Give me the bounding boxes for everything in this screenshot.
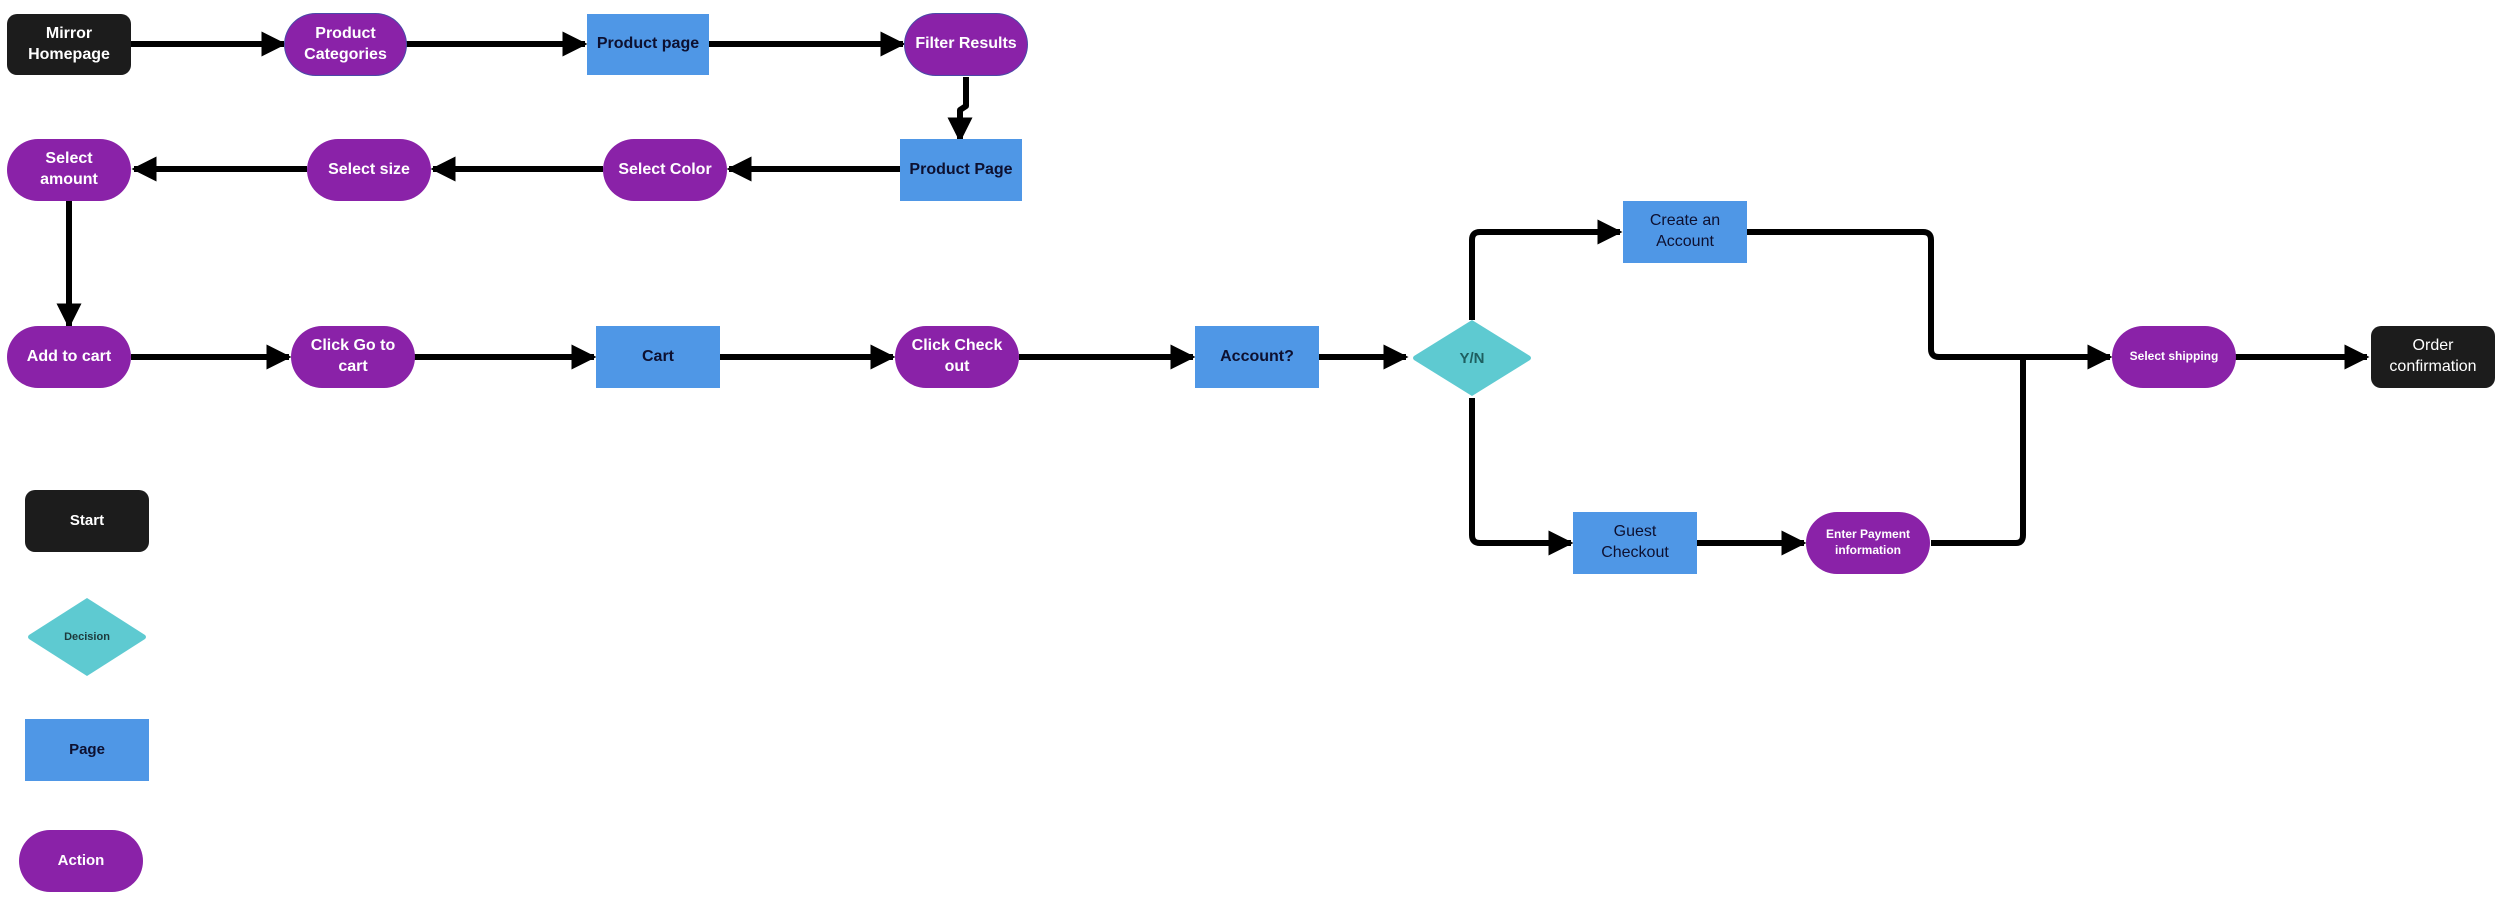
product-page-2-node: Product Page <box>900 139 1022 201</box>
select-size-node: Select size <box>307 139 431 201</box>
legend-decision: Decision <box>27 597 147 677</box>
edge-filter-to-product-page-2 <box>947 77 973 143</box>
legend-action: Action <box>19 830 143 892</box>
decision-diamond-shape <box>1413 320 1531 396</box>
legend-page: Page <box>25 719 149 781</box>
select-shipping-node: Select shipping <box>2112 326 2236 388</box>
edge-yn-to-create-account <box>1469 219 1623 320</box>
mirror-homepage-node: Mirror Homepage <box>7 14 131 75</box>
edge-create-account-to-shipping <box>1747 229 2113 370</box>
product-categories-node: Product Categories <box>285 14 406 75</box>
legend-start: Start <box>25 490 149 552</box>
filter-results-node: Filter Results <box>905 14 1027 75</box>
guest-checkout-node: Guest Checkout <box>1573 512 1697 574</box>
product-page-node: Product page <box>587 14 709 75</box>
order-confirmation-node: Order confirmation <box>2371 326 2495 388</box>
edge-yn-to-guest-checkout <box>1469 398 1574 556</box>
enter-payment-node: Enter Payment information <box>1806 512 1930 574</box>
yn-decision-node: Y/N <box>1412 319 1532 397</box>
select-amount-node: Select amount <box>7 139 131 201</box>
create-account-node: Create an Account <box>1623 201 1747 263</box>
legend-decision-diamond-shape <box>28 598 146 676</box>
click-go-to-cart-node: Click Go to cart <box>291 326 415 388</box>
account-node: Account? <box>1195 326 1319 388</box>
edge-payment-to-shipping <box>1931 360 2026 546</box>
yn-label: Y/N <box>1459 349 1485 367</box>
legend-decision-label: Decision <box>64 631 110 643</box>
add-to-cart-node: Add to cart <box>7 326 131 388</box>
click-check-out-node: Click Check out <box>895 326 1019 388</box>
cart-node: Cart <box>596 326 720 388</box>
select-color-node: Select Color <box>603 139 727 201</box>
